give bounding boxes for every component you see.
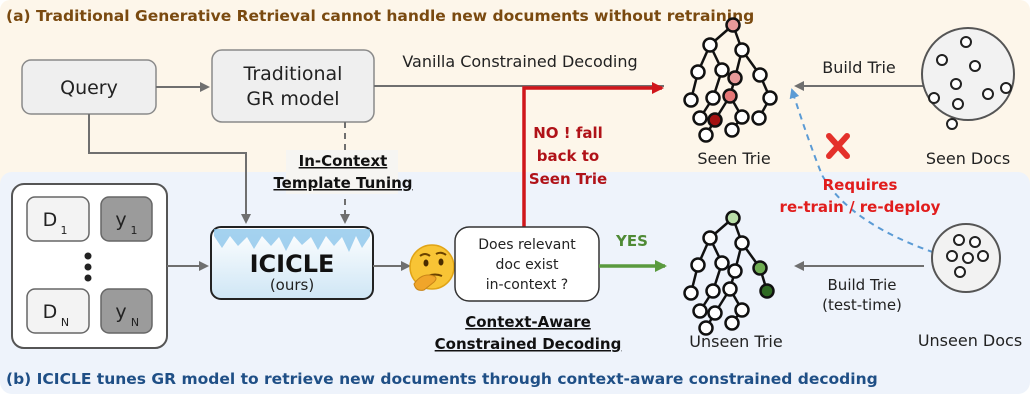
question-box (454, 226, 600, 302)
cross-icon (826, 133, 850, 159)
gr-model-box (211, 49, 375, 123)
tuning-line1: In-Context (299, 152, 388, 170)
thinking-face-icon (409, 244, 455, 291)
doc-dn (26, 288, 90, 334)
label-y1-subscript: 1 (131, 224, 138, 237)
seen-trie-icon (683, 17, 778, 143)
icicle-name: ICICLE (250, 250, 335, 278)
tuning-label-bg (286, 150, 398, 194)
fallback-line3: Seen Trie (529, 170, 607, 188)
retrain-dashed-arrow (789, 88, 945, 257)
section-a-background (0, 0, 1030, 196)
requires-line2: re-train / re-deploy (780, 198, 941, 216)
vanilla-decoding-label: Vanilla Constrained Decoding (402, 52, 637, 71)
yes-label: YES (615, 232, 648, 250)
header-b: (b) ICICLE tunes GR model to retrieve ne… (6, 370, 878, 388)
unseen-trie-icon (683, 210, 775, 336)
doc-d1-label: D (43, 209, 58, 231)
unseen-trie-label: Unseen Trie (689, 332, 782, 351)
fallback-line2: back to (537, 147, 599, 165)
icicle-decoration (214, 229, 370, 252)
query-to-icicle-arrow (88, 114, 251, 224)
label-yn (100, 288, 153, 334)
query-label: Query (60, 77, 118, 99)
seen-docs-label: Seen Docs (926, 149, 1010, 168)
icicle-box (210, 226, 374, 300)
ca-decoding-line2: Constrained Decoding (435, 335, 622, 353)
header-a: (a) Traditional Generative Retrieval can… (6, 7, 754, 25)
unseen-docs-label: Unseen Docs (918, 331, 1022, 350)
gr-model-line2: GR model (246, 88, 339, 110)
seen-trie-label: Seen Trie (697, 149, 770, 168)
fallback-line1: NO ! fall (533, 124, 603, 142)
label-y1-text: y (115, 209, 126, 231)
doc-d1 (26, 196, 90, 242)
requires-line1: Requires (823, 176, 898, 194)
build-trie-test-line1: Build Trie (828, 276, 897, 294)
ellipsis-dot (84, 252, 92, 260)
label-yn-text: y (115, 301, 126, 323)
ellipsis-dot (84, 274, 92, 282)
seen-docs-icon (921, 27, 1015, 130)
doc-d1-subscript: 1 (61, 224, 68, 237)
build-trie-label: Build Trie (822, 58, 896, 77)
doc-dn-label: D (43, 301, 58, 323)
label-y1 (100, 196, 153, 242)
question-line2: doc exist (496, 257, 559, 273)
build-trie-test-line2: (test-time) (822, 296, 902, 314)
question-line3: in-context ? (486, 277, 568, 293)
ca-decoding-line1: Context-Aware (465, 313, 591, 331)
question-line1: Does relevant (478, 237, 576, 253)
fallback-arrow (522, 82, 664, 232)
ellipsis-dot (84, 263, 92, 271)
doc-dn-subscript: N (61, 316, 69, 329)
unseen-docs-icon (931, 223, 1001, 293)
tuning-line2: Template Tuning (273, 174, 412, 192)
gr-model-line1: Traditional (243, 63, 343, 85)
label-yn-subscript: N (131, 316, 139, 329)
icicle-sub: (ours) (270, 276, 314, 294)
